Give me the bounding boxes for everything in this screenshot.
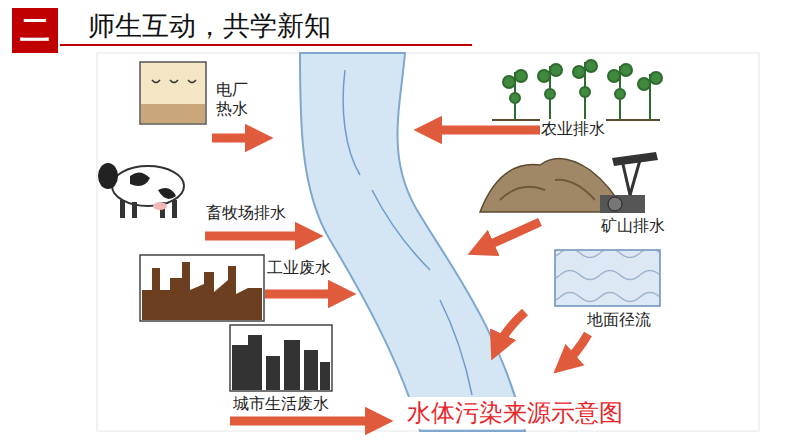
- factory-frame: [140, 255, 264, 321]
- pollution-arrows: [205, 130, 588, 421]
- river-ripple: [440, 300, 472, 395]
- slide-title: 师生互动，共学新知: [88, 8, 331, 44]
- figure-caption: 水体污染来源示意图: [405, 397, 625, 429]
- section-number: 二: [20, 10, 50, 51]
- source-label: 地面径流: [586, 310, 652, 329]
- plants-icon: [492, 60, 662, 120]
- panel: [97, 53, 759, 431]
- hot-water-ground: [141, 104, 205, 123]
- source-label: 城市生活废水: [232, 394, 330, 413]
- section-badge: 二: [12, 8, 58, 53]
- mine-icon: [480, 152, 658, 213]
- river-ripple: [343, 70, 360, 175]
- cow-icon: [98, 163, 184, 218]
- runoff-icon: [555, 250, 660, 306]
- source-label: 电厂 热水: [215, 80, 252, 118]
- steam-marks: [152, 80, 196, 83]
- city-icon: [232, 335, 330, 390]
- hot-water-icon: [140, 62, 206, 124]
- source-label: 畜牧场排水: [205, 203, 287, 222]
- river-ripple: [372, 190, 430, 270]
- source-label: 工业废水: [266, 258, 332, 277]
- source-label: 矿山排水: [600, 216, 666, 235]
- runoff-waves: [556, 251, 659, 305]
- source-label: 农业排水: [540, 119, 606, 138]
- city-frame: [230, 325, 332, 391]
- title-underline: [60, 44, 472, 46]
- factory-icon: [142, 262, 262, 320]
